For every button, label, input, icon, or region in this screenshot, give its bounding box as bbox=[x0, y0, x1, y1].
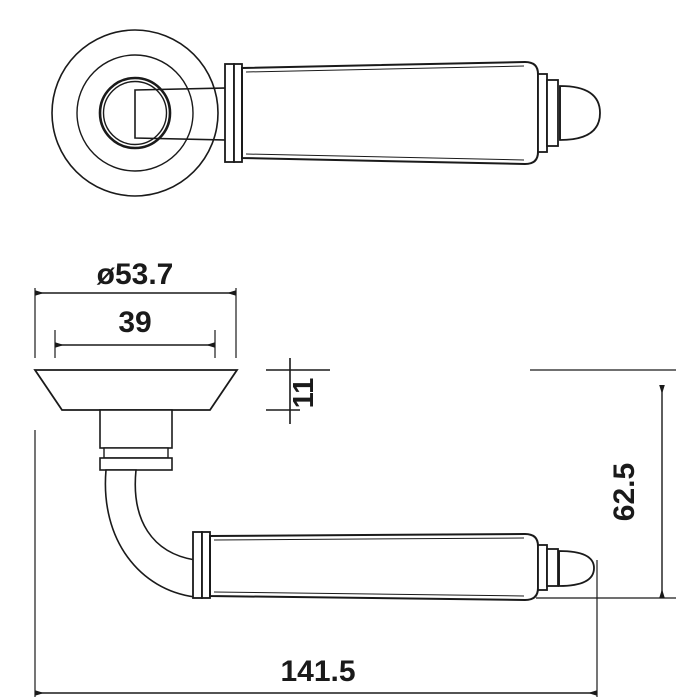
dim-label-rose-height: 11 bbox=[288, 378, 320, 409]
dim-label-lever-height: 62.5 bbox=[608, 463, 641, 521]
front-view-lever bbox=[134, 60, 601, 166]
side-grip-highlight-bottom bbox=[213, 591, 525, 597]
front-ball-finial bbox=[559, 85, 601, 141]
rose-inner-circle bbox=[98, 76, 172, 150]
side-view bbox=[33, 369, 595, 602]
dim-label-rose-diameter: ø53.7 bbox=[97, 258, 174, 291]
side-lever-grip bbox=[209, 532, 539, 602]
dimension-rose-diameter: ø53.7 bbox=[34, 258, 237, 358]
dimension-lever-length: 141.5 bbox=[34, 430, 598, 697]
dimension-rose-height: 11 bbox=[266, 358, 330, 424]
front-lever-collar-outer bbox=[233, 63, 243, 163]
dim-label-rose-inner: 39 bbox=[118, 306, 151, 339]
front-lever-collar-inner bbox=[224, 63, 235, 163]
front-view bbox=[51, 29, 601, 197]
side-rose-ring-1 bbox=[103, 447, 169, 459]
front-grip-highlight-bottom bbox=[245, 153, 525, 161]
side-grip-highlight-top bbox=[213, 537, 525, 541]
dim-label-lever-length: 141.5 bbox=[280, 655, 355, 688]
front-lever-shank bbox=[134, 87, 229, 141]
rose-outer-circle bbox=[51, 29, 219, 197]
front-grip-highlight-top bbox=[245, 65, 525, 73]
side-ball-finial bbox=[558, 550, 595, 587]
side-rose-ring-2 bbox=[99, 457, 173, 471]
front-end-band-1 bbox=[537, 73, 548, 153]
dimension-rose-inner: 39 bbox=[54, 306, 216, 358]
front-view-rose bbox=[51, 29, 219, 197]
side-end-band-2 bbox=[546, 548, 559, 587]
front-end-band-2 bbox=[546, 79, 559, 147]
rose-inner-circle-2 bbox=[102, 80, 168, 146]
side-lever-neck bbox=[104, 469, 196, 598]
front-lever-grip bbox=[241, 60, 539, 166]
side-collar-outer bbox=[201, 531, 211, 599]
dimension-lever-height: 62.5 bbox=[530, 369, 676, 599]
side-end-band-1 bbox=[537, 544, 548, 591]
side-rose-flange bbox=[33, 369, 239, 411]
side-rose-base bbox=[99, 409, 173, 449]
rose-middle-circle bbox=[76, 54, 194, 172]
side-collar-inner bbox=[192, 531, 203, 599]
